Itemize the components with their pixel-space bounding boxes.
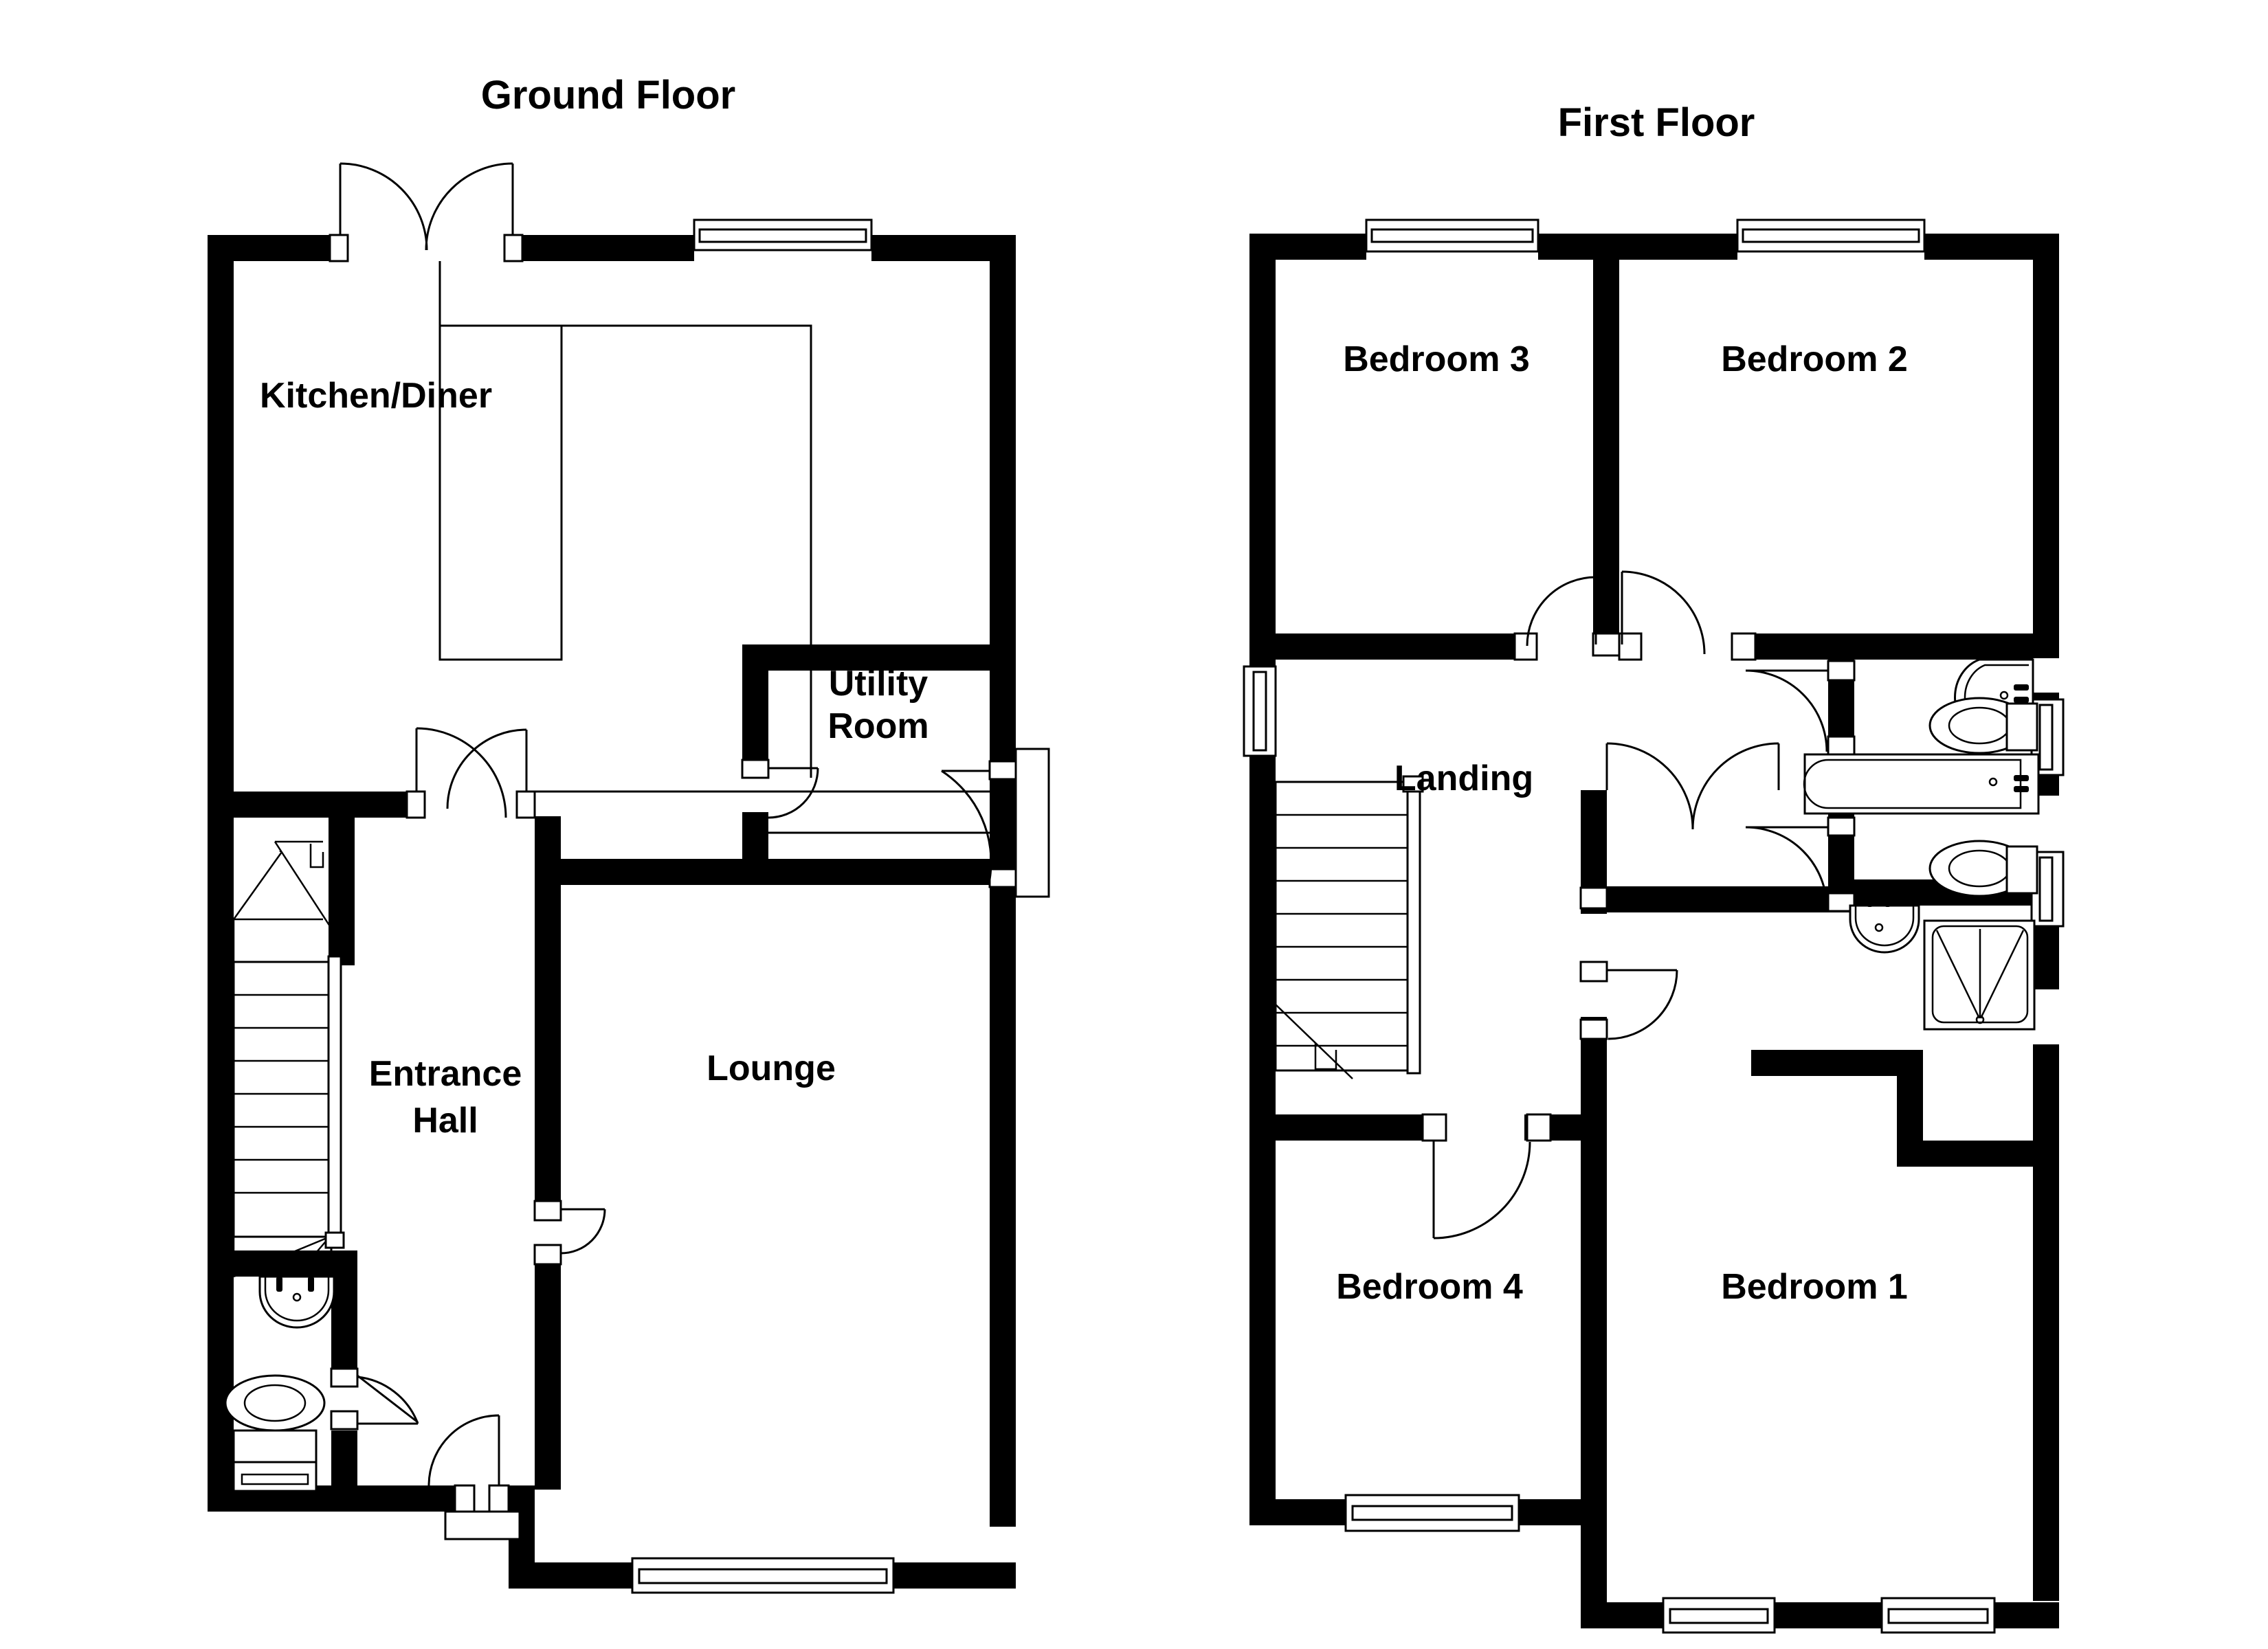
kitchen-peninsula-outline bbox=[438, 261, 812, 778]
lounge-door[interactable] bbox=[533, 1200, 606, 1266]
utility-external-door[interactable] bbox=[941, 748, 1050, 898]
room-label-bedroom-1: Bedroom 1 bbox=[1721, 1267, 1908, 1307]
bedroom3-window bbox=[1365, 218, 1539, 253]
staircase-ground-icon bbox=[232, 840, 345, 1286]
ensuite-toilet-icon bbox=[1928, 840, 2038, 897]
wall-utility-left-lower bbox=[742, 812, 768, 885]
wc-toilet-icon bbox=[224, 1374, 326, 1492]
front-door[interactable] bbox=[427, 1414, 521, 1540]
kitchen-rear-window bbox=[693, 218, 873, 251]
wall-hall-lounge-lower bbox=[535, 1263, 561, 1490]
bedroom1-window-left bbox=[1662, 1597, 1776, 1634]
room-label-entrance-hall-line1: Entrance bbox=[369, 1054, 522, 1094]
ff-wall-landing-bottom-a bbox=[1276, 1114, 1427, 1141]
kitchen-cupboard-outline bbox=[438, 326, 563, 661]
bedroom2-door[interactable] bbox=[1618, 570, 1757, 661]
wall-right-kitchen bbox=[990, 235, 1016, 778]
room-label-bedroom-4: Bedroom 4 bbox=[1336, 1267, 1523, 1307]
room-label-bedroom-3: Bedroom 3 bbox=[1343, 339, 1530, 379]
room-label-entrance-hall-line2: Hall bbox=[412, 1101, 478, 1141]
wall-utility-top bbox=[742, 644, 1016, 671]
landing-cupboard-doors[interactable] bbox=[1579, 742, 1780, 910]
ff-wall-bed1-bottom-a bbox=[1581, 1602, 1663, 1628]
wall-right-lounge bbox=[990, 778, 1016, 1527]
ff-wall-left-b bbox=[1249, 708, 1276, 1525]
ff-wall-ensuite-bottom-b bbox=[1897, 1141, 2059, 1167]
ff-wall-landing-right-b bbox=[1581, 886, 1856, 912]
bathroom-toilet-icon bbox=[1928, 697, 2038, 754]
wc-basin-icon bbox=[258, 1275, 335, 1329]
wall-lounge-top bbox=[535, 859, 1016, 885]
bedroom3-door[interactable] bbox=[1513, 576, 1621, 661]
bathtub-icon bbox=[1803, 753, 2040, 815]
ff-wall-bed3-bottom bbox=[1276, 633, 1537, 660]
ff-wall-bed3-bed2 bbox=[1593, 260, 1619, 644]
ground-floor-plan: Kitchen/Diner Utility Room Entrance Hall… bbox=[208, 162, 1050, 1594]
bedroom4-window bbox=[1344, 1494, 1520, 1532]
ff-wall-bed1-bottom-c bbox=[1993, 1602, 2059, 1628]
wall-kitchen-hall bbox=[208, 792, 407, 818]
ground-floor-title: Ground Floor bbox=[481, 73, 736, 117]
ff-wall-bed2-bottom bbox=[1732, 633, 2033, 660]
bedroom4-door[interactable] bbox=[1421, 1113, 1552, 1239]
room-label-landing: Landing bbox=[1394, 759, 1533, 798]
ensuite-door[interactable] bbox=[1745, 816, 1856, 912]
room-label-utility-line2: Room bbox=[827, 706, 929, 746]
staircase-first-icon bbox=[1274, 775, 1424, 1079]
hall-kitchen-door[interactable] bbox=[405, 727, 536, 819]
ff-wall-bed1-bottom-b bbox=[1773, 1602, 1883, 1628]
wall-lounge-bottom-left bbox=[509, 1562, 632, 1589]
ensuite-basin-icon bbox=[1849, 889, 1920, 954]
room-label-lounge: Lounge bbox=[707, 1048, 836, 1088]
ff-wall-right-d bbox=[2033, 1044, 2059, 1601]
shower-tray-icon bbox=[1923, 919, 2036, 1031]
bedroom1-door[interactable] bbox=[1579, 961, 1678, 1040]
first-floor-title: First Floor bbox=[1558, 100, 1755, 145]
landing-side-window bbox=[1243, 665, 1277, 757]
bedroom1-window-right bbox=[1880, 1597, 1996, 1634]
ff-wall-left-a bbox=[1249, 234, 1276, 666]
wall-top-mid bbox=[522, 235, 694, 261]
bathroom-door[interactable] bbox=[1745, 660, 1856, 757]
kitchen-double-doors[interactable] bbox=[329, 162, 524, 262]
ff-wall-top-b bbox=[1538, 234, 1737, 260]
bedroom2-window bbox=[1736, 218, 1926, 253]
ff-wall-bed4-bottom-left bbox=[1249, 1499, 1346, 1525]
wall-lounge-bottom-right bbox=[893, 1562, 1016, 1589]
room-label-kitchen-diner: Kitchen/Diner bbox=[260, 376, 492, 416]
ff-wall-ensuite-bottom-a bbox=[1751, 1050, 1923, 1076]
utility-door[interactable] bbox=[741, 759, 819, 819]
lounge-front-window bbox=[631, 1557, 895, 1594]
ff-wall-bed4-bed1 bbox=[1581, 1114, 1607, 1527]
wall-left-upper bbox=[208, 235, 234, 792]
wc-door[interactable] bbox=[330, 1367, 419, 1431]
ff-wall-right-a bbox=[2033, 234, 2059, 658]
room-label-bedroom-2: Bedroom 2 bbox=[1721, 339, 1908, 379]
wall-stair-side bbox=[329, 818, 355, 965]
wall-wc-right-upper bbox=[331, 1250, 357, 1374]
first-floor-plan: Bedroom 3 Bedroom 2 Landing Bedroom 4 Be… bbox=[1243, 218, 2065, 1634]
room-label-utility-line1: Utility bbox=[829, 664, 929, 704]
wall-bottom-hall-left bbox=[379, 1485, 455, 1512]
wall-wc-right-lower bbox=[331, 1431, 357, 1512]
